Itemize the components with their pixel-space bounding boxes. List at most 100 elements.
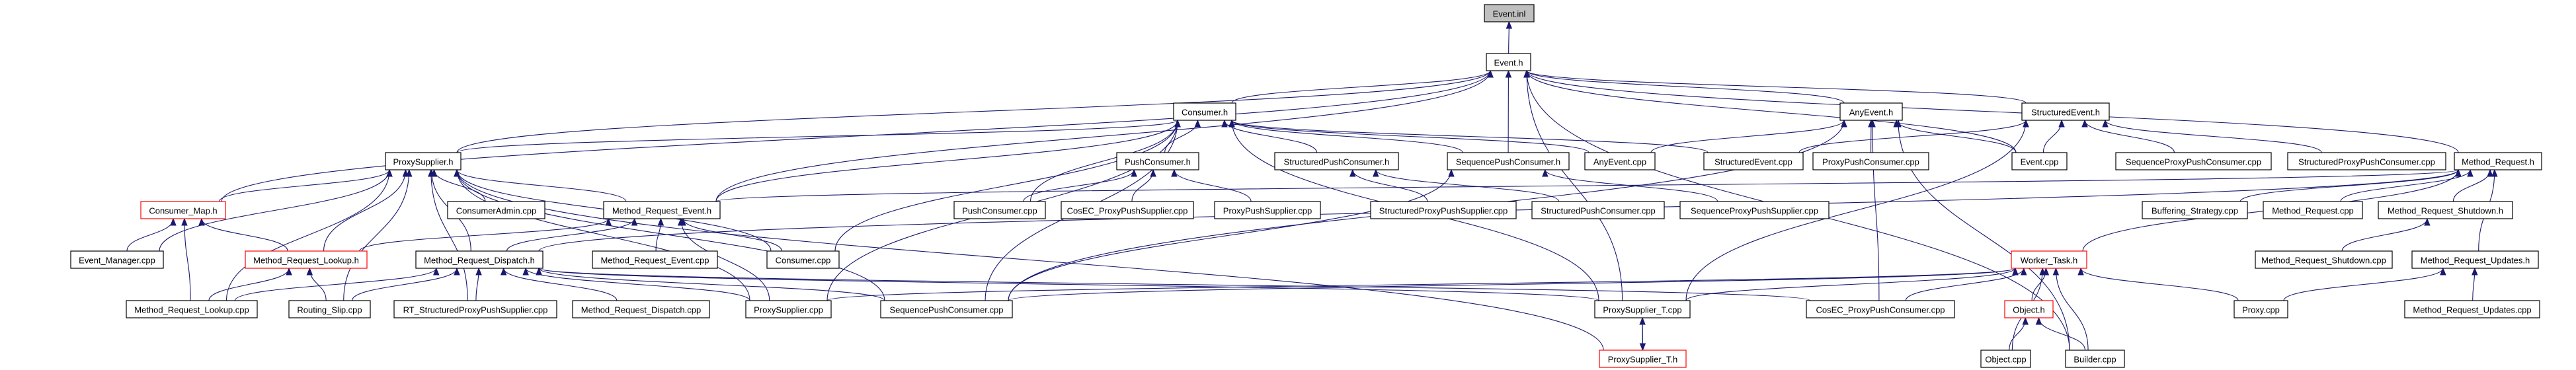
include-edge (2283, 267, 2446, 301)
file-node-sequencepushconsumer-h[interactable]: SequencePushConsumer.h (1447, 152, 1570, 170)
edge-line (126, 218, 174, 252)
edge-line (1896, 120, 2017, 153)
include-edge (536, 267, 1811, 301)
node-label: SequencePushConsumer.cpp (889, 305, 1003, 315)
file-node-event-manager-cpp[interactable]: Event_Manager.cpp (70, 250, 164, 269)
file-node-structuredpushconsumer-h[interactable]: StructuredPushConsumer.h (1274, 152, 1399, 170)
file-node-consumer-map-h[interactable]: Consumer_Map.h (140, 201, 226, 219)
file-node-worker-task-h[interactable]: Worker_Task.h (2011, 250, 2087, 269)
file-node-proxy-cpp[interactable]: Proxy.cpp (2234, 300, 2288, 318)
file-node-method-request-lookup-cpp[interactable]: Method_Request_Lookup.cpp (126, 300, 258, 318)
file-node-method-request-updates-h[interactable]: Method_Request_Updates.h (2411, 250, 2539, 269)
node-box (1599, 350, 1687, 368)
node-label: Event.inl (1493, 9, 1526, 19)
edge-line (538, 268, 1811, 301)
node-label: RT_StructuredProxyPushSupplier.cpp (403, 305, 548, 315)
include-edge (715, 168, 2462, 202)
file-node-structuredpushconsumer-cpp[interactable]: StructuredPushConsumer.cpp (1531, 201, 1665, 219)
node-box (2263, 201, 2363, 219)
arrowhead-icon (2455, 168, 2462, 177)
file-node-method-request-h[interactable]: Method_Request.h (2454, 152, 2542, 170)
edge-line (430, 169, 468, 301)
include-edge (2042, 119, 2065, 153)
file-node-proxypushsupplier-cpp[interactable]: ProxyPushSupplier.cpp (1214, 201, 1321, 219)
file-node-proxysupplier-h[interactable]: ProxySupplier.h (385, 152, 462, 170)
include-edge (181, 217, 191, 301)
include-edge (456, 119, 1181, 153)
file-node-method-request-lookup-h[interactable]: Method_Request_Lookup.h (245, 250, 368, 269)
file-node-proxysupplier-t-h[interactable]: ProxySupplier_T.h (1599, 350, 1687, 368)
file-node-structuredevent-h[interactable]: StructuredEvent.h (2021, 102, 2110, 121)
file-node-method-request-event-cpp[interactable]: Method_Request_Event.cpp (592, 250, 718, 269)
node-label: Buffering_Strategy.cpp (2152, 206, 2238, 216)
file-node-object-cpp[interactable]: Object.cpp (1980, 350, 2031, 368)
arrowhead-icon (475, 267, 482, 276)
arrowhead-icon (1150, 168, 1156, 177)
arrowhead-icon (454, 267, 460, 276)
include-edge (2340, 168, 2474, 202)
arrowhead-icon (2021, 267, 2027, 276)
file-node-method-request-shutdown-h[interactable]: Method_Request_Shutdown.h (2378, 201, 2513, 219)
file-node-rt-structuredproxypushsupplier-cpp[interactable]: RT_StructuredProxyPushSupplier.cpp (393, 300, 557, 318)
file-node-routing-slip-cpp[interactable]: Routing_Slip.cpp (288, 300, 371, 318)
file-node-consumer-h[interactable]: Consumer.h (1173, 102, 1236, 121)
edge-line (1905, 268, 2025, 301)
edge-line (538, 268, 1599, 301)
file-node-structuredproxypushsupplier-cpp[interactable]: StructuredProxyPushSupplier.cpp (1370, 201, 1517, 219)
edge-line (218, 169, 390, 202)
file-node-method-request-shutdown-cpp[interactable]: Method_Request_Shutdown.cpp (2255, 250, 2393, 269)
edge-line (1526, 70, 2017, 153)
include-edge (323, 168, 409, 252)
include-edge (2102, 119, 2322, 153)
file-node-method-request-cpp[interactable]: Method_Request.cpp (2263, 201, 2363, 219)
file-node-structuredevent-cpp[interactable]: StructuredEvent.cpp (1703, 152, 1804, 170)
file-node-builder-cpp[interactable]: Builder.cpp (2065, 350, 2125, 368)
file-node-method-request-updates-cpp[interactable]: Method_Request_Updates.cpp (2404, 300, 2540, 318)
edge-line (1023, 169, 1135, 202)
file-node-method-request-dispatch-cpp[interactable]: Method_Request_Dispatch.cpp (572, 300, 710, 318)
node-box (393, 300, 557, 318)
include-edge (2009, 316, 2029, 351)
file-node-method-request-dispatch-h[interactable]: Method_Request_Dispatch.h (415, 250, 543, 269)
node-label: Method_Request_Event.h (612, 206, 711, 216)
file-node-anyevent-h[interactable]: AnyEvent.h (1839, 102, 1903, 121)
include-edge (1228, 119, 1463, 153)
include-edge (359, 217, 612, 252)
file-node-structuredproxypushconsumer-cpp[interactable]: StructuredProxyPushConsumer.cpp (2287, 152, 2446, 170)
file-node-consumeradmin-cpp[interactable]: ConsumerAdmin.cpp (447, 201, 545, 219)
include-edge (655, 217, 664, 252)
edge-line (1352, 169, 1428, 202)
file-node-cosec-proxypushconsumer-cpp[interactable]: CosEC_ProxyPushConsumer.cpp (1806, 300, 1955, 318)
file-node-cosec-proxypushsupplier-cpp[interactable]: CosEC_ProxyPushSupplier.cpp (1061, 201, 1194, 219)
edge-line (1231, 70, 1491, 104)
include-edge (454, 168, 627, 202)
file-node-event-inl[interactable]: Event.inl (1484, 4, 1535, 22)
file-node-proxysupplier-cpp[interactable]: ProxySupplier.cpp (745, 300, 832, 318)
node-box (1679, 201, 1830, 219)
include-edge (306, 267, 327, 301)
file-node-pushconsumer-h[interactable]: PushConsumer.h (1116, 152, 1199, 170)
node-box (1116, 152, 1199, 170)
file-node-sequencepushconsumer-cpp[interactable]: SequencePushConsumer.cpp (880, 300, 1013, 318)
file-node-proxypushconsumer-cpp[interactable]: ProxyPushConsumer.cpp (1812, 152, 1929, 170)
node-label: Consumer.h (1182, 108, 1228, 118)
include-edge (1505, 69, 1512, 153)
edge-line (1872, 120, 1880, 301)
edge-line (351, 268, 458, 301)
file-node-pushconsumer-cpp[interactable]: PushConsumer.cpp (953, 201, 1046, 219)
file-node-proxysupplier-t-cpp[interactable]: ProxySupplier_T.cpp (1594, 300, 1691, 318)
node-label: StructuredEvent.h (2031, 108, 2100, 118)
node-box (1274, 152, 1399, 170)
file-node-consumer-cpp[interactable]: Consumer.cpp (766, 250, 840, 269)
file-node-sequenceproxypushsupplier-cpp[interactable]: SequenceProxyPushSupplier.cpp (1679, 201, 1830, 219)
include-edge (506, 217, 638, 252)
file-node-anyevent-cpp[interactable]: AnyEvent.cpp (1584, 152, 1656, 170)
file-node-sequenceproxypushconsumer-cpp[interactable]: SequenceProxyPushConsumer.cpp (2115, 152, 2272, 170)
file-node-object-h[interactable]: Object.h (2004, 300, 2054, 318)
file-node-event-h[interactable]: Event.h (1486, 53, 1531, 71)
file-node-buffering-strategy-cpp[interactable]: Buffering_Strategy.cpp (2142, 201, 2248, 219)
file-node-event-cpp[interactable]: Event.cpp (2011, 152, 2068, 170)
file-node-method-request-event-h[interactable]: Method_Request_Event.h (603, 201, 721, 219)
include-edge (343, 168, 413, 301)
